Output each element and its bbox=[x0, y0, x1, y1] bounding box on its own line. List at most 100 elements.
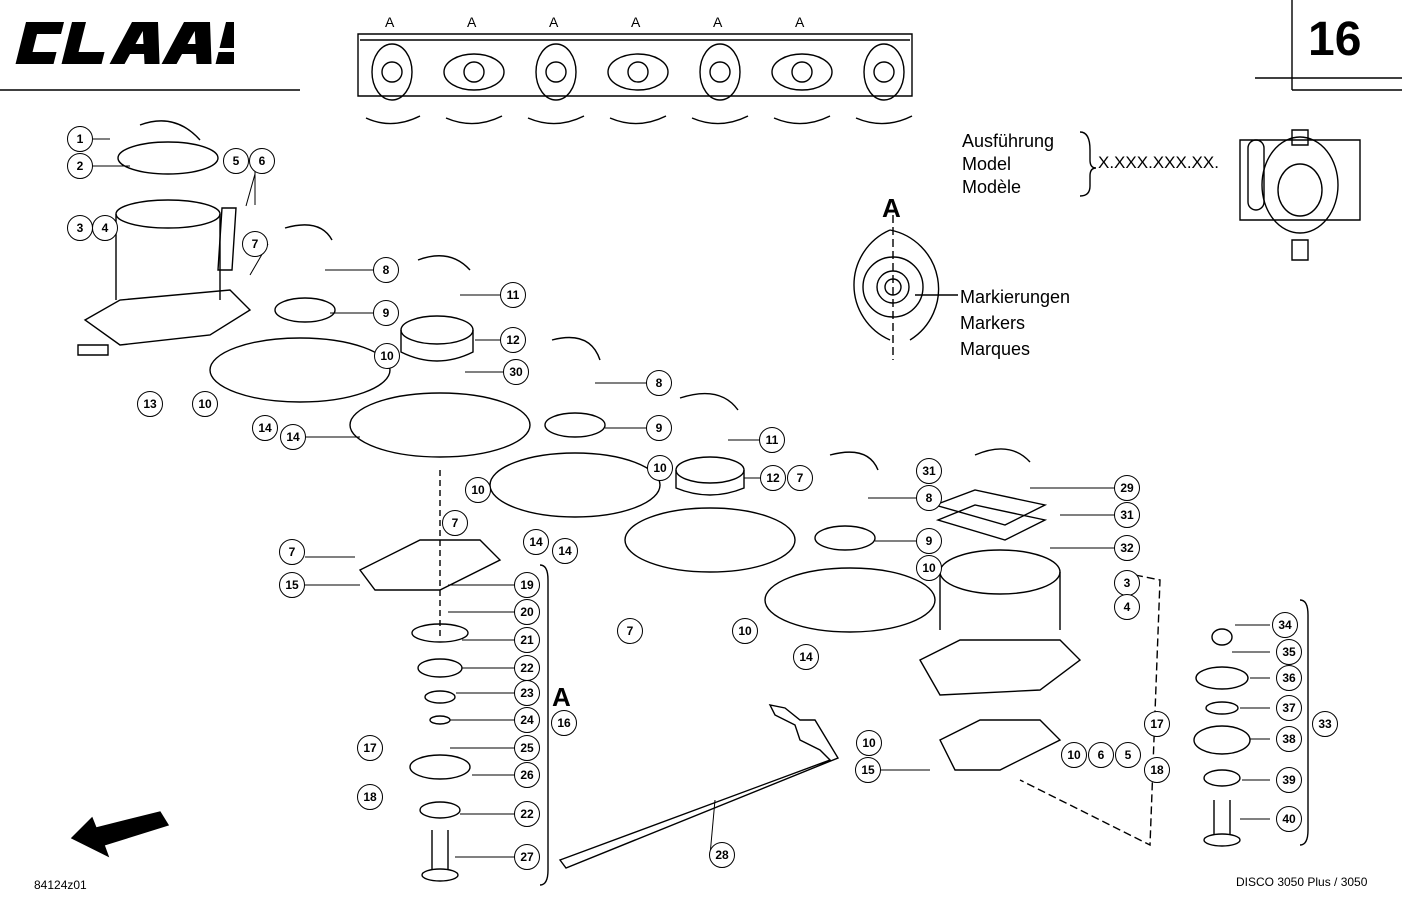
skid-plate bbox=[358, 539, 1062, 771]
markers-label: Markierungen Markers Marques bbox=[960, 284, 1070, 362]
part-callout-14: 14 bbox=[552, 538, 578, 564]
projection-line bbox=[1019, 574, 1161, 847]
variant-label-en: Model bbox=[962, 154, 1012, 174]
part-callout-11: 11 bbox=[500, 282, 526, 308]
part-callout-6: 6 bbox=[249, 148, 275, 174]
variant-plate-sketch bbox=[1079, 129, 1361, 261]
travel-direction-arrow bbox=[70, 811, 170, 858]
part-callout-36: 36 bbox=[1276, 665, 1302, 691]
part-callout-12: 12 bbox=[760, 465, 786, 491]
part-callout-9: 9 bbox=[916, 528, 942, 554]
top-view-a-label: A bbox=[549, 14, 559, 30]
callout-bracket bbox=[1299, 599, 1309, 846]
view-a-title: A bbox=[882, 193, 901, 223]
part-callout-4: 4 bbox=[92, 215, 118, 241]
part-callout-21: 21 bbox=[514, 627, 540, 653]
part-callout-7: 7 bbox=[617, 618, 643, 644]
top-view-a-label: A bbox=[631, 14, 641, 30]
part-callout-8: 8 bbox=[916, 485, 942, 511]
part-callout-31: 31 bbox=[1114, 502, 1140, 528]
variant-label: Ausführung Model Modèle bbox=[962, 130, 1054, 199]
page-number-frame bbox=[1291, 0, 1402, 91]
part-callout-15: 15 bbox=[855, 757, 881, 783]
part-callout-30: 30 bbox=[503, 359, 529, 385]
model-name: DISCO 3050 Plus / 3050 bbox=[1236, 875, 1368, 889]
part-callout-12: 12 bbox=[500, 327, 526, 353]
part-callout-7: 7 bbox=[442, 510, 468, 536]
top-view-a-label: A bbox=[385, 14, 395, 30]
rotation-arrow bbox=[139, 120, 1031, 471]
drive-housing-right bbox=[919, 489, 1082, 696]
part-callout-11: 11 bbox=[759, 427, 785, 453]
part-callout-10: 10 bbox=[1061, 742, 1087, 768]
variant-label-fr: Modèle bbox=[962, 177, 1022, 197]
part-callout-2: 2 bbox=[67, 153, 93, 179]
top-view-a-label: A bbox=[467, 14, 477, 30]
drive-housing-left bbox=[77, 141, 252, 356]
part-callout-10: 10 bbox=[916, 555, 942, 581]
wrench-tool bbox=[558, 704, 840, 869]
claas-logo bbox=[15, 22, 234, 64]
part-callout-29: 29 bbox=[1114, 475, 1140, 501]
part-callout-31: 31 bbox=[916, 458, 942, 484]
part-callout-3: 3 bbox=[1114, 570, 1140, 596]
drive-shaft-stack-right bbox=[1193, 628, 1251, 847]
part-callout-4: 4 bbox=[1114, 594, 1140, 620]
part-callout-32: 32 bbox=[1114, 535, 1140, 561]
view-a-reference-page: 16 bbox=[551, 710, 577, 736]
part-callout-10: 10 bbox=[647, 455, 673, 481]
part-callout-7: 7 bbox=[242, 231, 268, 257]
part-callout-14: 14 bbox=[793, 644, 819, 670]
top-view-a-label: A bbox=[713, 14, 723, 30]
part-callout-22: 22 bbox=[514, 801, 540, 827]
part-callout-34: 34 bbox=[1272, 612, 1298, 638]
part-callout-6: 6 bbox=[1088, 742, 1114, 768]
part-callout-33: 33 bbox=[1312, 711, 1338, 737]
part-callout-38: 38 bbox=[1276, 726, 1302, 752]
part-callout-25: 25 bbox=[514, 735, 540, 761]
part-callout-7: 7 bbox=[787, 465, 813, 491]
top-view-a-label: A bbox=[795, 14, 805, 30]
part-callout-28: 28 bbox=[709, 842, 735, 868]
callout-bracket bbox=[539, 564, 549, 886]
part-callout-8: 8 bbox=[373, 257, 399, 283]
part-callout-14: 14 bbox=[252, 415, 278, 441]
cutter-disc bbox=[209, 337, 936, 633]
part-callout-14: 14 bbox=[523, 529, 549, 555]
part-callout-13: 13 bbox=[137, 391, 163, 417]
cutter-bar-top-view bbox=[357, 33, 913, 125]
part-callout-5: 5 bbox=[1115, 742, 1141, 768]
part-callout-7: 7 bbox=[279, 539, 305, 565]
markers-label-fr: Marques bbox=[960, 339, 1031, 359]
markers-label-de: Markierungen bbox=[960, 287, 1071, 307]
drive-shaft-stack bbox=[409, 470, 471, 882]
part-callout-10: 10 bbox=[192, 391, 218, 417]
disc-cap bbox=[274, 297, 876, 551]
part-callout-14: 14 bbox=[280, 424, 306, 450]
part-callout-10: 10 bbox=[374, 343, 400, 369]
markers-label-en: Markers bbox=[960, 313, 1026, 333]
part-callout-19: 19 bbox=[514, 572, 540, 598]
variant-label-de: Ausführung bbox=[962, 131, 1055, 151]
part-callout-15: 15 bbox=[279, 572, 305, 598]
part-callout-3: 3 bbox=[67, 215, 93, 241]
part-callout-23: 23 bbox=[514, 680, 540, 706]
part-callout-9: 9 bbox=[373, 300, 399, 326]
drawing-id: 84124z01 bbox=[34, 878, 87, 892]
markers-detail-view bbox=[853, 215, 958, 360]
part-callout-40: 40 bbox=[1276, 806, 1302, 832]
part-callout-10: 10 bbox=[732, 618, 758, 644]
part-callout-17: 17 bbox=[1144, 711, 1170, 737]
part-callout-18: 18 bbox=[357, 784, 383, 810]
part-callout-1: 1 bbox=[67, 126, 93, 152]
part-callout-24: 24 bbox=[514, 707, 540, 733]
part-callout-10: 10 bbox=[465, 477, 491, 503]
part-callout-8: 8 bbox=[646, 370, 672, 396]
part-callout-9: 9 bbox=[646, 415, 672, 441]
part-callout-39: 39 bbox=[1276, 767, 1302, 793]
page-number: 16 bbox=[1308, 13, 1362, 66]
view-a-reference-letter: A bbox=[552, 682, 571, 712]
serial-number-placeholder: X.XXX.XXX.XX. bbox=[1098, 153, 1219, 172]
